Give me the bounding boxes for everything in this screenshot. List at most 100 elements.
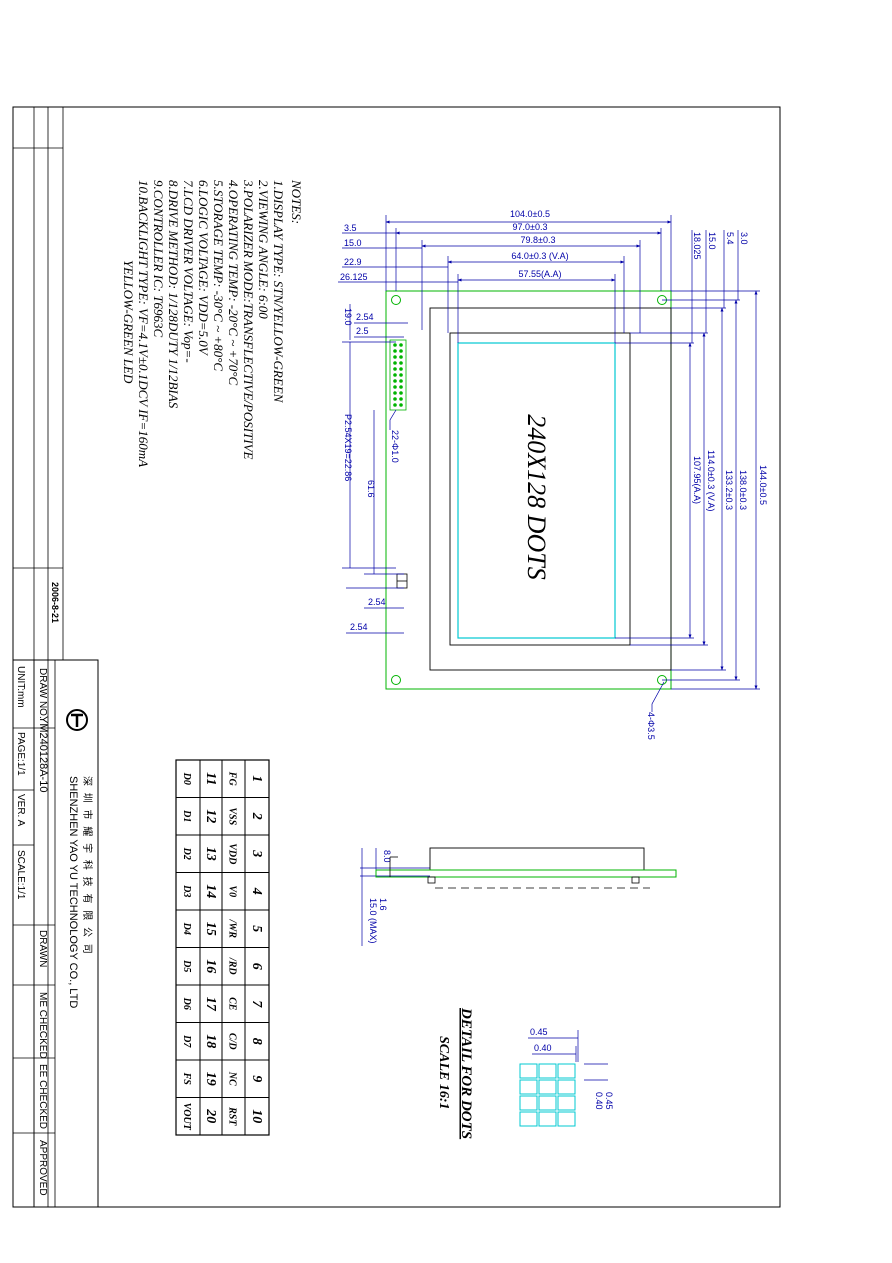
notes-heading: NOTES: [289, 179, 304, 224]
pin-table-cell: 2 [249, 812, 264, 820]
dim-h-va: 114.0±0.3 (V.A) [706, 450, 716, 511]
dim-h-total: 144.0±0.5 [758, 465, 768, 505]
dot-cell [519, 1111, 538, 1127]
dot-cell [519, 1095, 538, 1111]
dot-detail [519, 1063, 576, 1127]
pin-table-cell: V0 [227, 885, 238, 897]
pin-table-cell: 13 [203, 847, 218, 861]
dot-cell [557, 1095, 576, 1111]
dimensions: 104.0±0.5 97.0±0.3 79.8±0.3 64.0±0.3 (V.… [338, 209, 768, 1110]
dot-cell [557, 1079, 576, 1095]
note-line-4: 4.OPERATING TEMP: -20°C ~ +70°C [226, 180, 241, 386]
viewing-area [457, 342, 616, 639]
dot-cell [557, 1063, 576, 1079]
pin-table-cell: VSS [227, 807, 238, 825]
dim-mount-holes: 4-Φ3.5 [646, 712, 656, 740]
dim-w-glass: 79.8±0.3 [521, 235, 556, 245]
pin-pad [399, 403, 403, 407]
dim-h-bezel: 138.0±0.3 [738, 470, 748, 510]
draw-no: YM240128A-10 [37, 716, 49, 792]
pin-pad [399, 355, 403, 359]
note-line-11: YELLOW-GREEN LED [121, 260, 136, 384]
note-line-9: 9.CONTROLLER IC: T6963C [151, 180, 166, 337]
pin-table-cell: D4 [181, 922, 192, 935]
pin-pad [393, 349, 397, 353]
pin-pad [393, 343, 397, 347]
dim-off-22-9: 22.9 [344, 257, 362, 267]
note-line-5: 5.STORAGE TEMP: -30°C ~ +80°C [211, 180, 226, 371]
notes-block: NOTES: 1.DISPLAY TYPE: STN/YELLOW-GREEN … [121, 179, 304, 467]
pin-pad [393, 403, 397, 407]
sheet-border [12, 106, 781, 1208]
pin-table-cell: 10 [249, 1109, 264, 1123]
dot-cell [538, 1063, 557, 1079]
dim-w-total: 104.0±0.5 [510, 209, 550, 219]
detail-title: DETAIL FOR DOTS [458, 1007, 474, 1139]
pin-pad [399, 391, 403, 395]
pin-table-cell: 20 [203, 1108, 218, 1123]
glass-outline [449, 332, 631, 646]
pin-table-cell: 18 [203, 1034, 218, 1048]
version-label: VER. A [15, 794, 26, 827]
pin-table-cell: 19 [203, 1072, 218, 1086]
dim-h-glass: 133.2±0.3 [724, 470, 734, 510]
pin-table-cell: 14 [203, 884, 218, 898]
pin-table-cell: 15 [203, 922, 218, 936]
note-line-7: 7.LCD DRIVER VOLTAGE: Vop=- [181, 180, 196, 363]
pin-pad [399, 361, 403, 365]
pin-table-cell: 16 [203, 959, 218, 973]
pin-table-cell: 11 [203, 772, 218, 785]
pin-table: D0D1D2D3D4D5D6D7FSVOUT111213141516171819… [175, 759, 270, 1136]
dot-cell [538, 1095, 557, 1111]
pin-table-cell: 4 [249, 887, 264, 895]
pin-table-cell: VOUT [181, 1103, 192, 1131]
pin-table-cell: 12 [203, 809, 218, 823]
pin-table-cell: D5 [181, 959, 192, 972]
dim-side-1-6: 1.6 [378, 898, 388, 911]
pin-pad [399, 349, 403, 353]
pin-table-cell: FS [181, 1072, 192, 1086]
pin-header [389, 339, 407, 411]
pin-pad [393, 367, 397, 371]
pin-header-frame [389, 339, 407, 411]
dim-dot-040-h: 0.40 [594, 1092, 604, 1110]
note-line-6: 6.LOGIC VOLTAGE: VDD=5.0V [196, 180, 211, 357]
company-logo-icon [66, 709, 88, 731]
pin-pad [393, 373, 397, 377]
dim-off-15: 15.0 [344, 238, 362, 248]
dim-off-26: 26.125 [340, 272, 368, 282]
pin-table-cell: 5 [249, 925, 264, 932]
pin-table-cell: /WR [227, 919, 238, 939]
pin-table-cell: VDD [227, 843, 238, 864]
dot-cell [557, 1111, 576, 1127]
note-line-8: 8.DRIVE METHOD: 1/128DUTY 1/12BIAS [166, 180, 181, 409]
drawing-date: 2006-8-21 [50, 582, 60, 623]
dim-pin-2-54-b: 2.54 [350, 622, 368, 632]
pin-table-cell: D2 [181, 847, 192, 860]
dim-w-va: 64.0±0.3 (V.A) [511, 251, 568, 261]
pin-table-cell: CE [227, 997, 238, 1011]
pin-table-cell: D0 [181, 772, 192, 785]
company-name-cn: 深 圳 市 耀 宇 科 技 有 限 公 司 [81, 776, 94, 956]
pin-pad [399, 385, 403, 389]
drawn-label: DRAWN [37, 930, 48, 967]
mount-hole-icon [391, 295, 401, 305]
note-line-2: 2.VIEWING ANGLE: 6:00 [256, 180, 271, 319]
pin-table-cell: FG [227, 771, 238, 787]
dim-side-8: 8.0 [382, 850, 392, 863]
dim-pin-total: P2.54X19=22.86 [343, 414, 353, 481]
pin-table-cell: 1 [249, 775, 264, 782]
pin-table-cell: /RD [227, 957, 238, 975]
mount-hole-icon [391, 675, 401, 685]
dot-cell [538, 1079, 557, 1095]
dim-top-5-4: 5.4 [725, 232, 735, 245]
pin-pad [393, 355, 397, 359]
pin-pad [393, 379, 397, 383]
pin-table-cell: 7 [249, 1000, 264, 1008]
pin-pad [393, 391, 397, 395]
pin-pad [399, 373, 403, 377]
dot-cell [519, 1079, 538, 1095]
pin-table-cell: D7 [181, 1034, 192, 1048]
display-label: 240X128 DOTS [522, 414, 551, 579]
detail-scale: SCALE 16:1 [436, 1036, 451, 1110]
